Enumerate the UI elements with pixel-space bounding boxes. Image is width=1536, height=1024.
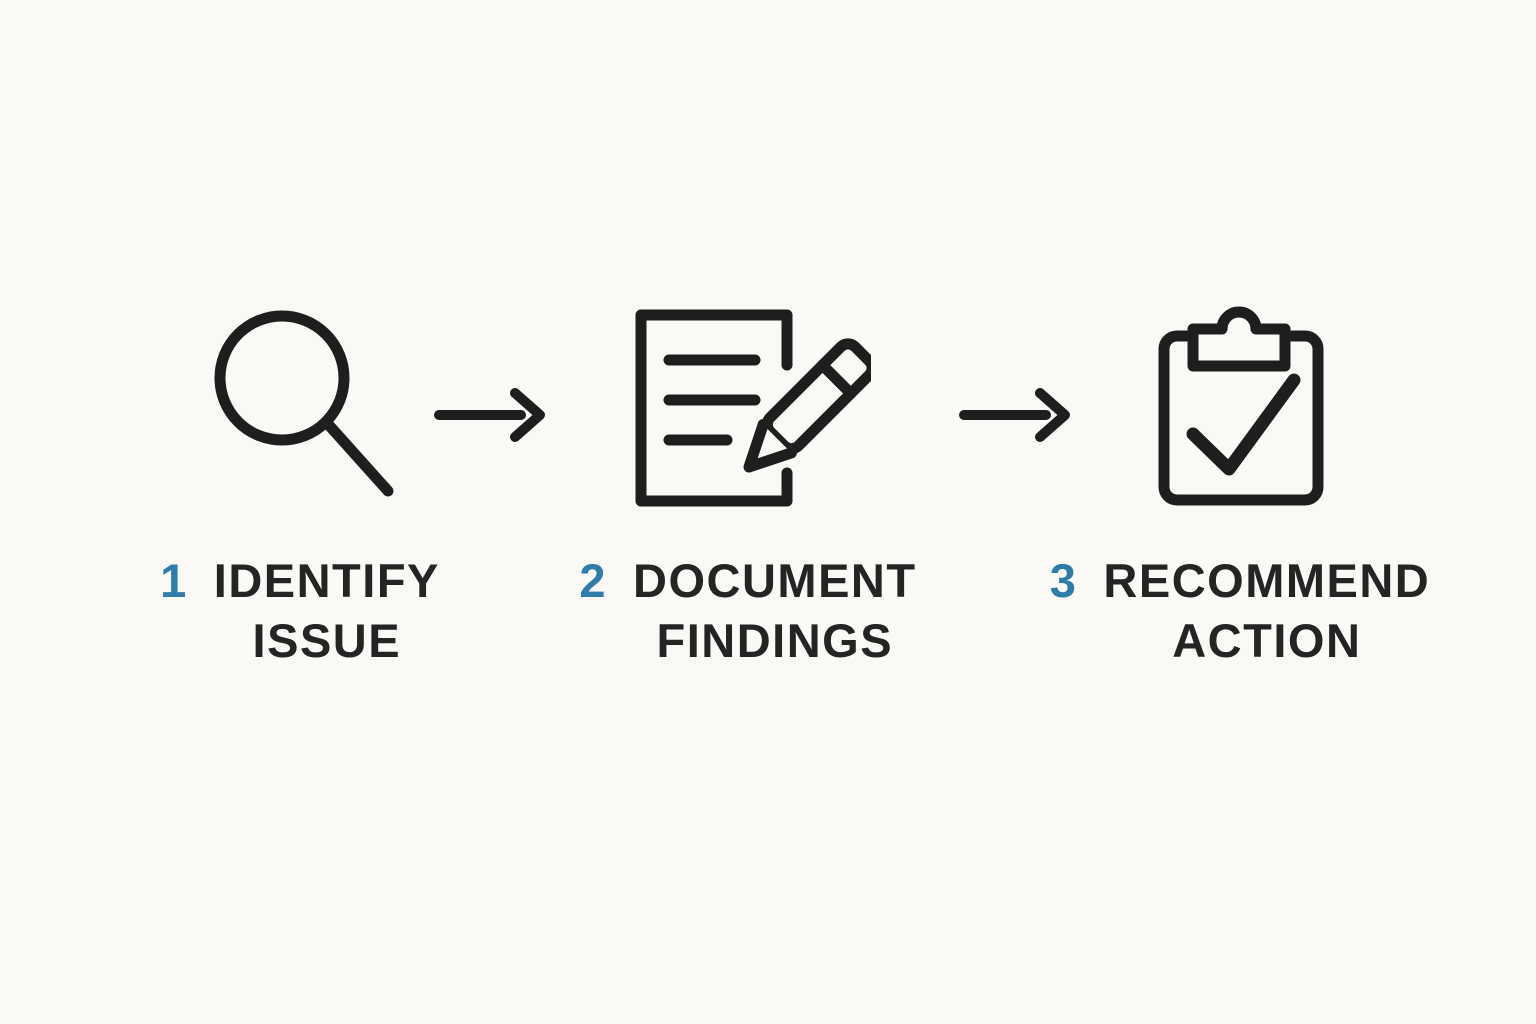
- step-1-words: IDENTIFY ISSUE: [214, 551, 440, 671]
- step-2-words: DOCUMENT FINDINGS: [633, 551, 917, 671]
- step-3-label-line2: ACTION: [1172, 614, 1362, 667]
- arrow-right-icon: [958, 387, 1072, 443]
- clipboard-check-icon: [1156, 306, 1326, 506]
- step-3-number: 3: [1049, 554, 1078, 607]
- step-3-label-line1: RECOMMEND: [1103, 554, 1431, 607]
- document-pencil-icon: [629, 303, 871, 510]
- step-2-label: 2 DOCUMENT FINDINGS: [579, 551, 916, 671]
- step-1-number: 1: [160, 554, 188, 607]
- step-3-label: 3 RECOMMEND ACTION: [1050, 551, 1430, 671]
- step-1-label: 1 IDENTIFY ISSUE: [160, 551, 440, 671]
- step-3-words: RECOMMEND ACTION: [1103, 551, 1430, 671]
- step-1-label-line1: IDENTIFY: [213, 554, 440, 607]
- step-1-label-line2: ISSUE: [252, 614, 402, 667]
- arrow-right-icon: [433, 387, 547, 443]
- step-2-label-line2: FINDINGS: [656, 614, 894, 667]
- step-2-number: 2: [579, 554, 608, 607]
- magnifier-icon: [210, 308, 402, 504]
- step-2-label-line1: DOCUMENT: [633, 554, 917, 607]
